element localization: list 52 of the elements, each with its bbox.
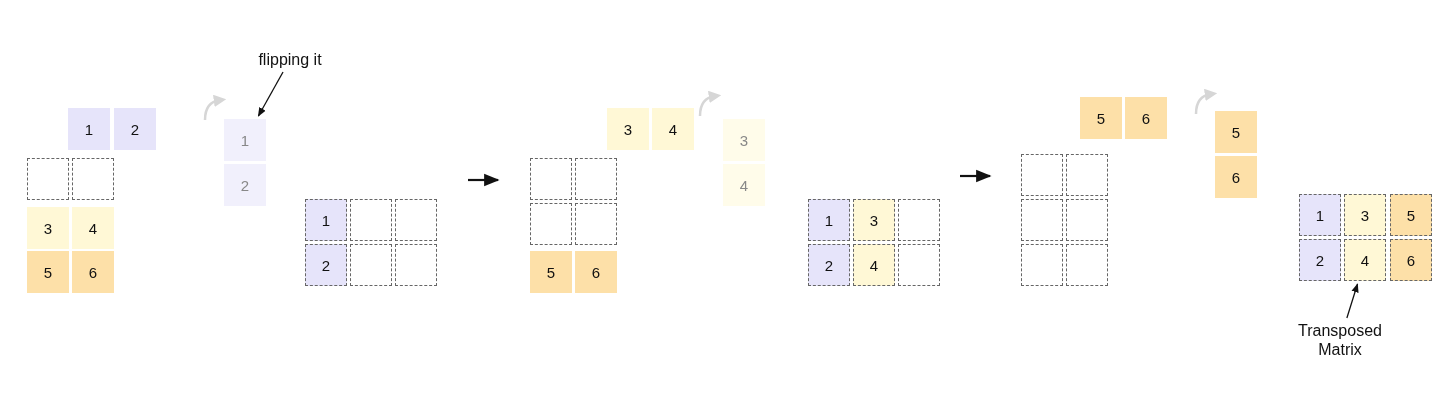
matrix-cell: 2: [224, 164, 266, 206]
matrix-cell: 3: [607, 108, 649, 150]
empty-matrix-cell: [350, 244, 392, 286]
matrix-cell: 4: [853, 244, 895, 286]
matrix-cell: 1: [1299, 194, 1341, 236]
matrix-cell: 4: [72, 207, 114, 249]
matrix-cell: 5: [1390, 194, 1432, 236]
matrix-cell: 1: [224, 119, 266, 161]
matrix-cell: 2: [1299, 239, 1341, 281]
matrix-cell: 1: [808, 199, 850, 241]
matrix-cell: 2: [808, 244, 850, 286]
empty-matrix-cell: [898, 199, 940, 241]
leader-line: [1346, 283, 1359, 319]
empty-matrix-cell: [1066, 244, 1108, 286]
empty-matrix-cell: [1021, 154, 1063, 196]
annotation-text: flipping it: [250, 50, 330, 69]
matrix-cell: 6: [1215, 156, 1257, 198]
matrix-cell: 1: [305, 199, 347, 241]
matrix-cell: 5: [1080, 97, 1122, 139]
empty-matrix-cell: [1021, 199, 1063, 241]
matrix-cell: 5: [530, 251, 572, 293]
empty-matrix-cell: [350, 199, 392, 241]
empty-matrix-cell: [1066, 199, 1108, 241]
annotation-text: Transposed Matrix: [1290, 321, 1390, 359]
empty-matrix-cell: [575, 158, 617, 200]
empty-matrix-cell: [898, 244, 940, 286]
matrix-cell: 2: [305, 244, 347, 286]
empty-matrix-cell: [395, 199, 437, 241]
matrix-cell: 1: [68, 108, 110, 150]
matrix-cell: 4: [723, 164, 765, 206]
empty-matrix-cell: [1066, 154, 1108, 196]
empty-matrix-cell: [1021, 244, 1063, 286]
matrix-cell: 5: [1215, 111, 1257, 153]
matrix-cell: 6: [72, 251, 114, 293]
leader-line: [257, 71, 284, 117]
empty-matrix-cell: [575, 203, 617, 245]
matrix-cell: 6: [1390, 239, 1432, 281]
matrix-cell: 3: [853, 199, 895, 241]
empty-matrix-cell: [530, 158, 572, 200]
matrix-cell: 4: [1344, 239, 1386, 281]
empty-matrix-cell: [395, 244, 437, 286]
matrix-cell: 3: [1344, 194, 1386, 236]
empty-matrix-cell: [27, 158, 69, 200]
empty-matrix-cell: [530, 203, 572, 245]
matrix-cell: 6: [575, 251, 617, 293]
matrix-cell: 6: [1125, 97, 1167, 139]
matrix-cell: 4: [652, 108, 694, 150]
matrix-cell: 3: [27, 207, 69, 249]
matrix-cell: 3: [723, 119, 765, 161]
matrix-cell: 2: [114, 108, 156, 150]
matrix-cell: 5: [27, 251, 69, 293]
empty-matrix-cell: [72, 158, 114, 200]
